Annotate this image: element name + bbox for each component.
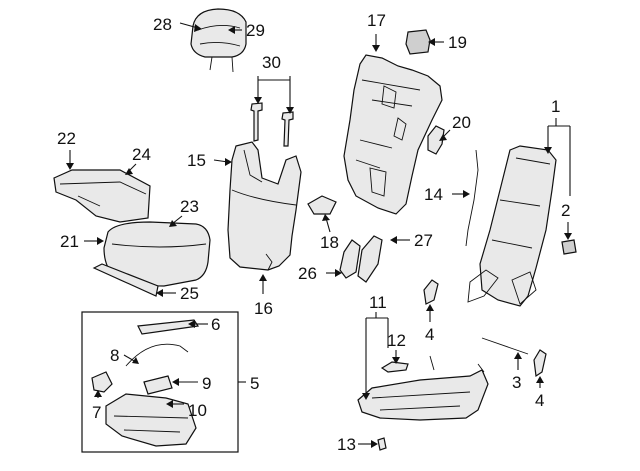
callout-8: 8	[110, 346, 119, 365]
callout-13: 13	[337, 435, 356, 454]
hook-lower	[533, 349, 547, 378]
callout-25: 25	[180, 284, 199, 303]
side-trim-right	[357, 235, 383, 283]
mount-bracket	[91, 371, 113, 393]
callout-24: 24	[132, 145, 151, 164]
clip	[561, 239, 577, 255]
callout-22: 22	[57, 129, 76, 148]
hinge-cover	[307, 195, 337, 215]
callout-4-lower: 4	[535, 391, 544, 410]
trim-strip	[92, 263, 159, 297]
callout-28: 28	[153, 15, 172, 34]
callout-11: 11	[369, 293, 387, 312]
seat-cushion-pad	[53, 169, 151, 223]
callout-6: 6	[211, 315, 220, 334]
callout-15: 15	[187, 151, 206, 170]
callout-14: 14	[424, 185, 443, 204]
seatback-frame	[343, 54, 443, 215]
handle	[143, 375, 173, 395]
callout-18: 18	[320, 233, 339, 252]
callout-23: 23	[180, 197, 199, 216]
callout-5: 5	[250, 374, 259, 393]
callout-16: 16	[254, 299, 273, 318]
seatback-cover	[227, 141, 302, 271]
side-trim	[339, 239, 361, 279]
callout-20: 20	[452, 113, 471, 132]
callout-29: 29	[246, 21, 265, 40]
clip-small	[377, 437, 387, 451]
headrest-guides	[250, 102, 294, 147]
callout-17: 17	[367, 11, 386, 30]
callout-7: 7	[92, 403, 101, 422]
latch-cover	[405, 29, 431, 55]
callout-30-label: 30	[262, 53, 281, 72]
cable	[125, 343, 189, 367]
bracket	[380, 361, 409, 373]
callout-9: 9	[202, 374, 211, 393]
callout-10: 10	[188, 401, 207, 420]
seatback-frame-right	[467, 145, 557, 307]
callout-26: 26	[298, 264, 317, 283]
rod	[465, 149, 479, 247]
callout-3: 3	[512, 373, 521, 392]
callout-12: 12	[387, 331, 406, 350]
headrest	[190, 8, 247, 73]
rod-lower	[481, 337, 529, 355]
callout-4-upper: 4	[425, 325, 434, 344]
callout-1: 1	[551, 97, 560, 116]
seat-cushion-frame	[357, 355, 489, 421]
callout-labels: 28 29 30 30 17 19 1 20 15 22 24 14 2 23 …	[57, 11, 570, 454]
latch-button	[427, 125, 445, 155]
callout-2: 2	[561, 201, 570, 220]
callout-19: 19	[448, 33, 467, 52]
callout-30-text: 30	[262, 53, 281, 72]
base-tray	[105, 393, 197, 447]
hook-upper	[423, 279, 439, 305]
strap	[137, 319, 200, 335]
callout-27: 27	[414, 231, 433, 250]
callout-21: 21	[60, 232, 79, 251]
leader-lines	[66, 22, 572, 448]
